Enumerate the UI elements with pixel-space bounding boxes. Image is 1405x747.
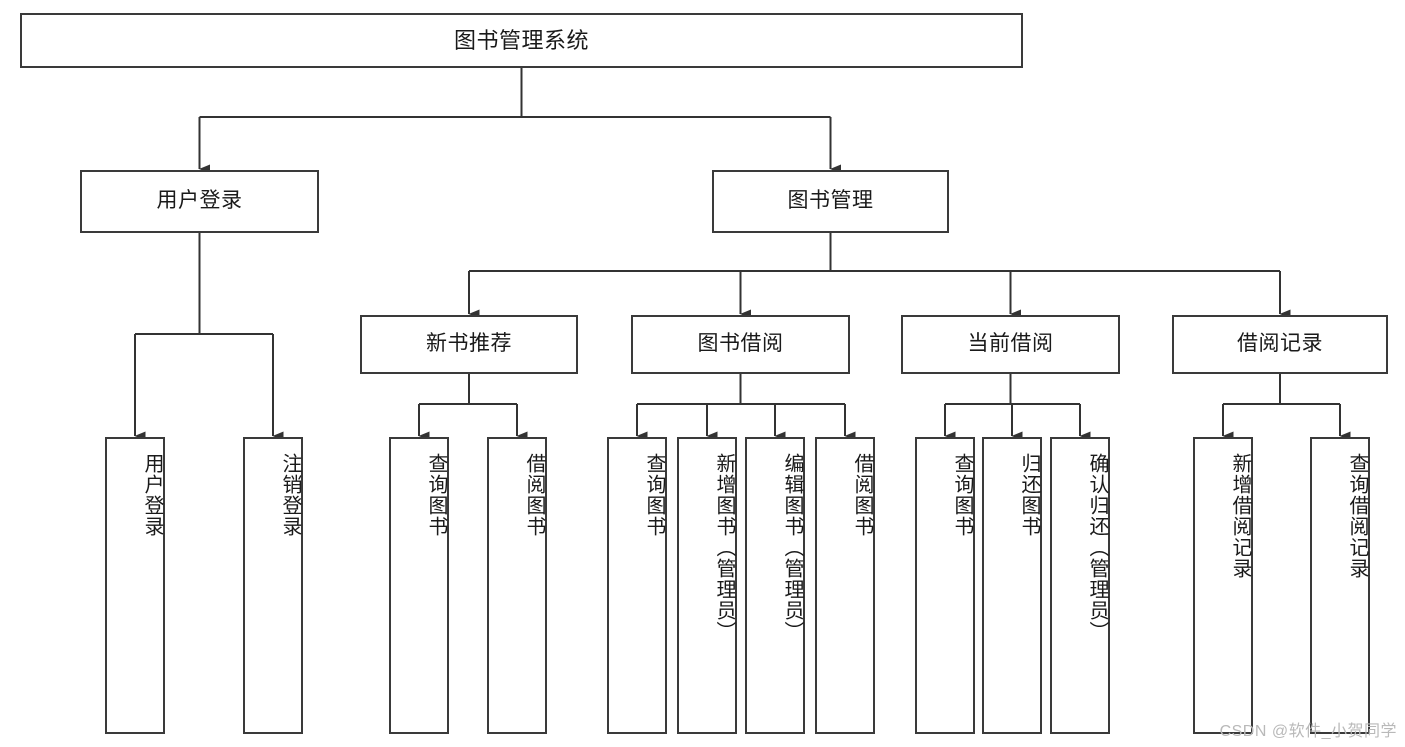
node-label: 查询图书 <box>425 453 447 537</box>
node-user-login[interactable]: 用户登录 <box>80 170 319 233</box>
leaf-add-book[interactable]: 新增图书（管理员） <box>677 437 737 734</box>
node-label: 当前借阅 <box>967 332 1054 356</box>
node-new-book-rec[interactable]: 新书推荐 <box>360 315 578 374</box>
node-current-borrow[interactable]: 当前借阅 <box>901 315 1120 374</box>
connector-lines <box>134 68 1351 441</box>
leaf-edit-book[interactable]: 编辑图书（管理员） <box>745 437 805 734</box>
node-label: 图书借阅 <box>697 332 784 356</box>
node-label: 新增图书（管理员） <box>713 453 735 642</box>
node-label: 图书管理 <box>787 189 874 213</box>
node-label: 查询图书 <box>643 453 665 537</box>
node-label: 归还图书 <box>1018 453 1040 537</box>
node-label: 图书管理系统 <box>453 27 589 53</box>
leaf-borrow-book-rec[interactable]: 借阅图书 <box>487 437 547 734</box>
leaf-query-record[interactable]: 查询借阅记录 <box>1310 437 1370 734</box>
leaf-query-book-cb[interactable]: 查询图书 <box>915 437 975 734</box>
node-label: 确认归还（管理员） <box>1086 453 1108 642</box>
watermark: CSDN @软件_小贺同学 <box>1219 723 1397 740</box>
node-label: 借阅图书 <box>523 453 545 537</box>
node-borrow-record[interactable]: 借阅记录 <box>1172 315 1388 374</box>
node-book-manage[interactable]: 图书管理 <box>712 170 949 233</box>
leaf-query-book-bb[interactable]: 查询图书 <box>607 437 667 734</box>
node-label: 注销登录 <box>279 453 301 537</box>
node-root[interactable]: 图书管理系统 <box>20 13 1023 68</box>
node-label: 查询借阅记录 <box>1346 453 1368 579</box>
node-label: 用户登录 <box>141 453 163 537</box>
leaf-return-book[interactable]: 归还图书 <box>982 437 1042 734</box>
node-book-borrow[interactable]: 图书借阅 <box>631 315 850 374</box>
leaf-logout[interactable]: 注销登录 <box>243 437 303 734</box>
node-label: 查询图书 <box>951 453 973 537</box>
leaf-query-book-rec[interactable]: 查询图书 <box>389 437 449 734</box>
node-label: 用户登录 <box>156 189 243 213</box>
node-label: 编辑图书（管理员） <box>781 453 803 642</box>
leaf-user-login[interactable]: 用户登录 <box>105 437 165 734</box>
leaf-borrow-book-bb[interactable]: 借阅图书 <box>815 437 875 734</box>
node-label: 新增借阅记录 <box>1229 453 1251 579</box>
node-label: 借阅图书 <box>851 453 873 537</box>
node-label: 新书推荐 <box>426 332 512 356</box>
leaf-confirm-return[interactable]: 确认归还（管理员） <box>1050 437 1110 734</box>
leaf-add-record[interactable]: 新增借阅记录 <box>1193 437 1253 734</box>
node-label: 借阅记录 <box>1237 332 1323 356</box>
